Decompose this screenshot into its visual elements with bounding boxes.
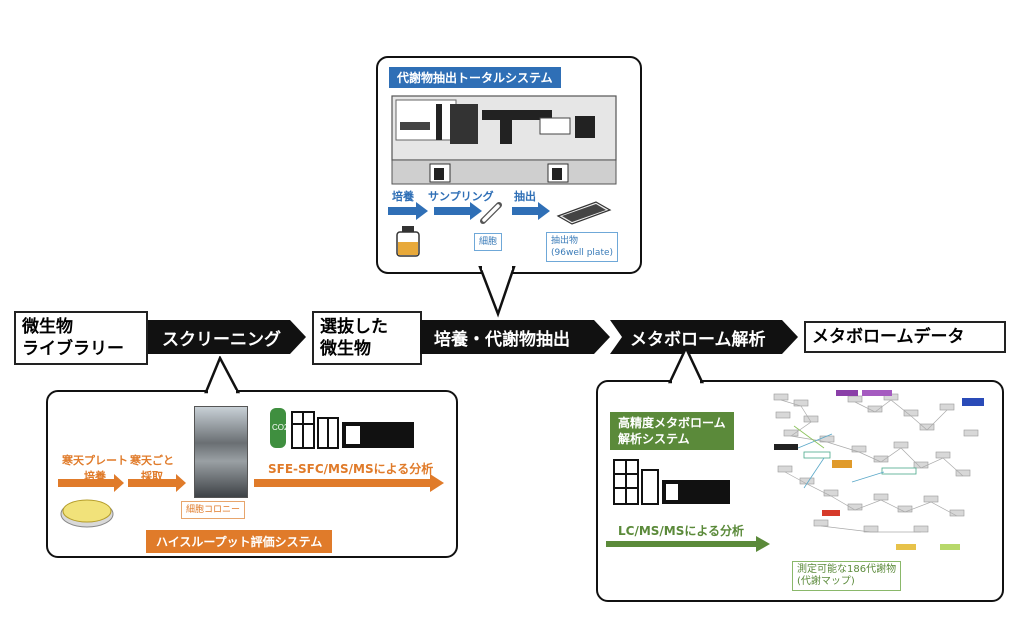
culture-flask-icon [396,226,420,257]
high-throughput-system-title: ハイスループット評価システム [146,530,333,553]
agar-plate-icon [60,499,114,528]
sfc-instrument-illustration: CO2 [270,408,414,449]
extraction-machine-illustration [391,95,617,185]
metabolome-analysis-label: メタボローム解析 [630,329,766,350]
step-extract-label: 抽出 [514,190,536,203]
co2-label: CO2 [272,423,289,432]
lcms-instrument-illustration [613,459,730,505]
screening-step-arrows [58,474,186,492]
selected-microbes-box: 選抜した 微生物 [312,311,422,365]
metabolome-analysis-arrow [610,320,798,354]
step-culture-label: 培養 [392,190,414,203]
screening-label: スクリーニング [162,329,281,350]
metabolic-map-caption: 測定可能な186代謝物 (代謝マップ) [792,561,902,591]
lcms-arrow [606,536,770,552]
sfc-arrow [254,474,444,492]
screening-arrow [148,320,306,354]
well-plate-icon [556,201,612,225]
metabolic-map-illustration [773,390,984,550]
step-sampling-label: サンプリング [428,190,494,203]
screening-callout-pointer [204,356,240,394]
metabolome-data-box: メタボロームデータ [804,321,1006,353]
sampling-tube-icon [480,202,502,224]
lcms-analysis-label: LC/MS/MSによる分析 [618,524,745,538]
culture-extract-label: 培養・代謝物抽出 [434,329,570,350]
culture-extract-arrow [420,320,610,354]
colony-photo [194,406,248,498]
extraction-callout-pointer [478,266,516,318]
metabolome-callout-pointer [668,346,704,384]
extraction-system-title: 代謝物抽出トータルシステム [389,67,561,88]
cells-label: 細胞 [474,233,503,251]
extraction-step-arrows [388,202,550,220]
sfc-analysis-label: SFE-SFC/MS/MSによる分析 [268,462,434,476]
precision-metabolome-system-title: 高精度メタボローム 解析システム [610,412,734,450]
colony-label: 細胞コロニー [181,501,246,519]
microbe-library-box: 微生物 ライブラリー [14,311,148,365]
extract-plate-label: 抽出物 (96well plate) [546,232,619,262]
